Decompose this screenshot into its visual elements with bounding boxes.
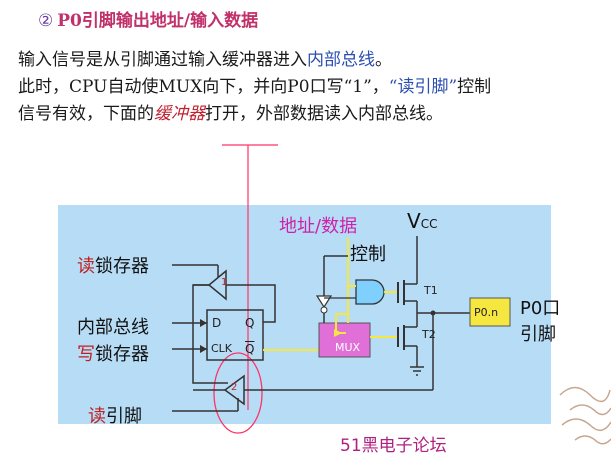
line1-end: 。 (375, 50, 392, 70)
line3-end: 打开，外部数据读入内部总线。 (205, 104, 443, 124)
latch-q: Q (245, 316, 255, 330)
feedback-loop (192, 284, 276, 384)
latch-d: D (212, 316, 222, 330)
pin-label-1: P0口 (520, 298, 561, 319)
label-write-latch: 写锁存器 (77, 340, 149, 366)
label-internal-bus: 内部总线 (77, 317, 149, 338)
latch-qbar: Q (245, 342, 255, 356)
mux-label: MUX (335, 341, 361, 354)
line1-internal-bus: 内部总线 (307, 50, 375, 70)
and-gate (355, 279, 385, 305)
vcc-text: V (407, 209, 421, 233)
read-pin-red: 读 (88, 406, 106, 427)
read-latch-rest: 锁存器 (95, 256, 149, 277)
vcc-sub: CC (420, 217, 438, 231)
line3-text: 信号有效，下面的 (18, 104, 154, 124)
heading-number: ② (38, 11, 54, 31)
line2-end: 控制 (457, 77, 492, 97)
t1-label: T1 (424, 284, 438, 297)
circuit-panel (58, 205, 551, 424)
pin-label-2: 引脚 (520, 324, 556, 345)
t2-label: T2 (422, 328, 436, 341)
label-read-latch: 读锁存器 (77, 252, 149, 278)
inverter (315, 295, 333, 309)
pin-box-label: P0.n (474, 306, 499, 319)
line3-buffer: 缓冲器 (154, 104, 205, 124)
paragraph-line-1: 输入信号是从引脚通过输入缓冲器进入内部总线。 (18, 45, 392, 70)
label-control: 控制 (350, 244, 386, 265)
buffer1-triangle (207, 269, 227, 301)
pin-box (469, 297, 511, 327)
paragraph-line-2: 此时，CPU自动使MUX向下，并向P0口写“1”，“读引脚”控制 (18, 72, 491, 97)
line2-read-pin: “读引脚” (388, 77, 458, 97)
footer-watermark: 51黑电子论坛 (340, 436, 447, 456)
write-latch-rest: 锁存器 (95, 344, 149, 365)
buffer1-number: 1 (221, 277, 228, 288)
label-addr-data: 地址/数据 (279, 216, 358, 237)
label-vcc: VCC (407, 209, 437, 233)
latch-clk: CLK (211, 342, 233, 355)
heading-text: P0引脚输出地址/输入数据 (57, 11, 259, 31)
line1-text: 输入信号是从引脚通过输入缓冲器进入 (18, 50, 307, 70)
buffer2-number: 2 (231, 382, 238, 393)
buffer2-highlight (213, 352, 263, 434)
read-pin-rest: 引脚 (106, 406, 142, 427)
cloud-ornament (559, 386, 611, 445)
read-latch-red: 读 (77, 256, 95, 277)
line2-text: 此时，CPU自动使MUX向下，并向P0口写“1”， (18, 77, 389, 97)
paragraph-line-3: 信号有效，下面的缓冲器打开，外部数据读入内部总线。 (18, 99, 443, 124)
write-latch-red: 写 (77, 344, 95, 365)
mux-box (318, 322, 371, 358)
latch-box (206, 309, 264, 361)
label-read-pin: 读引脚 (88, 402, 142, 428)
